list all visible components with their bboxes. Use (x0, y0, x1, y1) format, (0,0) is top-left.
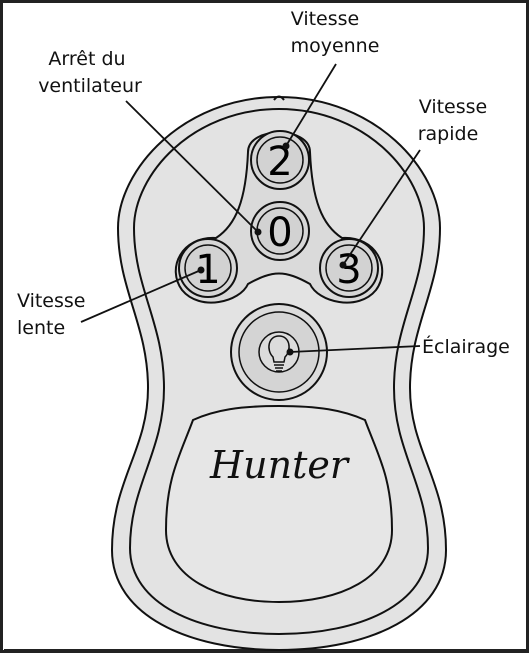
speed-medium-button[interactable]: 2 (251, 131, 309, 189)
speed-high-button[interactable]: 3 (320, 239, 378, 297)
speed-low-label-line2: lente (17, 317, 65, 339)
speed-high-leader-dot (340, 262, 347, 269)
fan-off-number: 0 (267, 210, 292, 256)
fan-off-label-line1: Arrêt du (48, 48, 125, 70)
speed-low-label-line1: Vitesse (17, 290, 86, 312)
speed-medium-leader-dot (283, 143, 290, 150)
speed-low-button[interactable]: 1 (179, 239, 237, 297)
speed-high-label-line1: Vitesse (419, 96, 488, 118)
fan-off-label-line2: ventilateur (38, 75, 142, 97)
light-label: Éclairage (422, 335, 510, 358)
remote-lower-panel (166, 406, 392, 602)
speed-medium-label-line2: moyenne (291, 35, 380, 57)
light-leader-dot (287, 349, 294, 356)
speed-medium-label-line1: Vitesse (291, 8, 360, 30)
speed-low-leader-dot (198, 267, 205, 274)
light-button[interactable] (231, 304, 327, 400)
speed-high-label-line2: rapide (418, 123, 479, 145)
fan-off-leader-dot (255, 229, 262, 236)
speed-high-number: 3 (336, 247, 361, 293)
hunter-logo: Hunter (209, 443, 351, 487)
